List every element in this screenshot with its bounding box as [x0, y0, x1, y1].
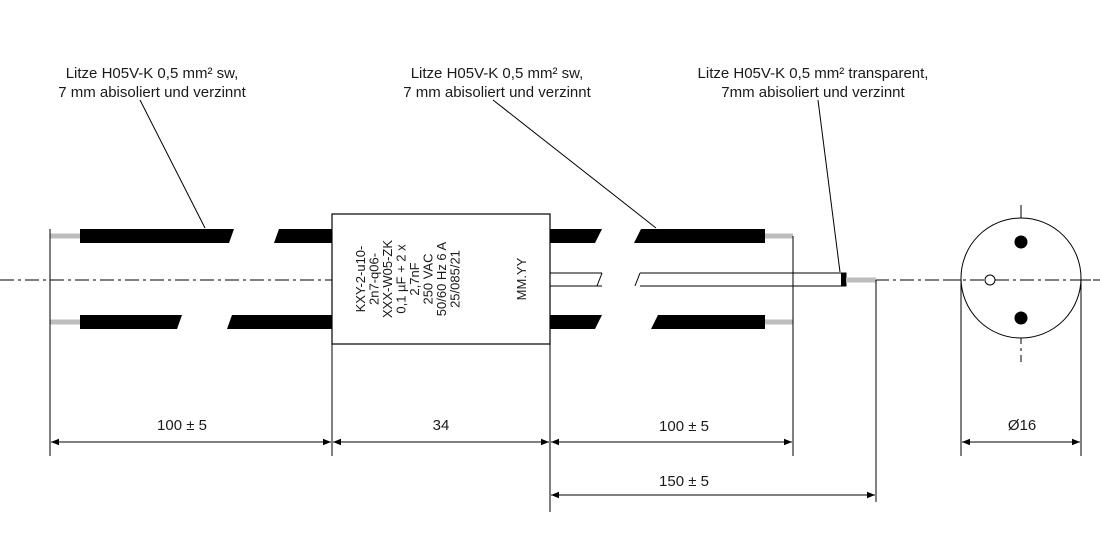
transparent-wire-end	[841, 273, 846, 286]
dim-transparent-lead: 150 ± 5	[659, 473, 709, 490]
end-view-lead-top	[1014, 235, 1028, 249]
end-view-transparent-lead	[984, 274, 996, 286]
left-top-wire-outer	[80, 229, 234, 243]
callout-left-line1: Litze H05V-K 0,5 mm² sw,	[66, 65, 239, 82]
left-bottom-wire-inner	[227, 315, 332, 329]
dim-right-lead: 100 ± 5	[659, 418, 709, 435]
callout-right-line1: Litze H05V-K 0,5 mm² transparent,	[698, 65, 929, 82]
capacitor-marking-line: MM.YY	[514, 257, 529, 300]
right-top-wire-inner	[550, 229, 602, 243]
leader-middle	[492, 99, 657, 229]
right-bottom-wire-outer	[651, 315, 765, 329]
capacitor-marking-line: 2n7-q06-	[367, 253, 382, 305]
callout-middle-line2: 7 mm abisoliert und verzinnt	[403, 84, 591, 101]
right-bottom-wire-inner	[550, 315, 602, 329]
left-top-wire-inner	[274, 229, 332, 243]
dim-diameter: Ø16	[1008, 417, 1036, 434]
transparent-wire-break	[602, 270, 640, 289]
left-leads	[50, 229, 332, 329]
right-top-wire-outer	[634, 229, 765, 243]
capacitor-marking-line: 50/60 Hz 6 A	[434, 241, 449, 316]
extension-lines	[49, 229, 1082, 512]
capacitor-marking-line: 2,7nF	[407, 262, 422, 295]
dimension-lines	[51, 438, 1080, 499]
left-bottom-wire-outer	[80, 315, 182, 329]
end-view-outline	[960, 217, 1082, 339]
dim-left-lead: 100 ± 5	[157, 417, 207, 434]
capacitor-marking-line: 250 VAC	[421, 253, 436, 304]
capacitor-body	[331, 213, 551, 345]
leader-right	[817, 99, 841, 273]
callout-middle-line1: Litze H05V-K 0,5 mm² sw,	[411, 65, 584, 82]
capacitor-marking-line: 25/085/21	[448, 250, 463, 308]
end-view	[945, 217, 1100, 339]
capacitor-marking-line: KXY-2-u10-	[353, 246, 368, 313]
callout-left-line2: 7 mm abisoliert und verzinnt	[58, 84, 246, 101]
capacitor-marking-line: 0,1 µF + 2 x	[394, 244, 409, 314]
callout-right-line2: 7mm abisoliert und verzinnt	[721, 84, 905, 101]
transparent-wire	[549, 272, 847, 287]
right-leads	[549, 229, 876, 329]
capacitor-marking-line: XXX-W05-ZK	[380, 240, 395, 318]
dim-body-length: 34	[433, 417, 450, 434]
leader-left	[139, 99, 206, 229]
end-view-lead-bottom	[1014, 311, 1028, 325]
capacitor-marking: KXY-2-u10-2n7-q06-XXX-W05-ZK0,1 µF + 2 x…	[353, 240, 529, 318]
